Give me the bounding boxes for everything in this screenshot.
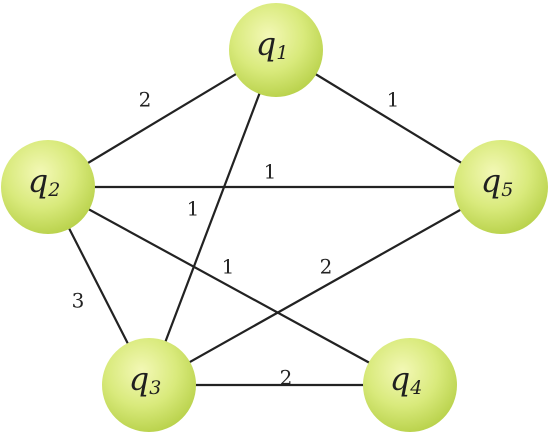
node-label-base-q4: q xyxy=(390,360,410,398)
node-circle-q2 xyxy=(1,140,95,234)
node-label-q3: q3 xyxy=(129,360,162,400)
node-q3: q3 xyxy=(102,338,196,432)
edge-weight-q1-q5: 1 xyxy=(387,88,400,112)
node-q2: q2 xyxy=(1,140,95,234)
edge-weight-q2-q3: 3 xyxy=(72,289,85,313)
edge-weight-q3-q5: 2 xyxy=(320,255,333,279)
node-label-subscript-q5: 5 xyxy=(501,179,513,201)
node-circle-q5 xyxy=(454,140,548,234)
node-label-base-q1: q xyxy=(256,25,276,63)
edge-weight-q2-q5: 1 xyxy=(264,160,277,184)
node-label-q5: q5 xyxy=(481,162,514,202)
node-label-subscript-q4: 4 xyxy=(409,377,422,399)
node-label-q1: q1 xyxy=(256,25,289,65)
edge-q2-q4 xyxy=(46,185,412,387)
edge-weight-q1-q3: 1 xyxy=(187,197,200,221)
node-q4: q4 xyxy=(363,338,457,432)
node-label-subscript-q2: 2 xyxy=(47,179,60,201)
edge-weight-q3-q4: 2 xyxy=(280,366,293,390)
node-label-subscript-q3: 3 xyxy=(149,377,161,399)
node-label-base-q3: q xyxy=(129,360,149,398)
edge-weight-q2-q4: 1 xyxy=(222,255,235,279)
node-label-q2: q2 xyxy=(28,162,61,202)
edge-weight-q1-q2: 2 xyxy=(139,88,152,112)
edge-q3-q5 xyxy=(147,185,503,387)
node-circle-q4 xyxy=(363,338,457,432)
node-circle-q3 xyxy=(102,338,196,432)
node-label-subscript-q1: 1 xyxy=(276,42,288,64)
edge-q1-q3 xyxy=(147,48,278,387)
edge-labels-layer: 2 1 1 1 1 3 2 2 xyxy=(72,88,400,390)
node-circle-q1 xyxy=(229,3,323,97)
node-label-q4: q4 xyxy=(390,360,423,400)
node-q1: q1 xyxy=(229,3,323,97)
node-label-base-q5: q xyxy=(481,162,501,200)
edges-layer xyxy=(46,48,503,387)
node-q5: q5 xyxy=(454,140,548,234)
node-label-base-q2: q xyxy=(28,162,48,200)
